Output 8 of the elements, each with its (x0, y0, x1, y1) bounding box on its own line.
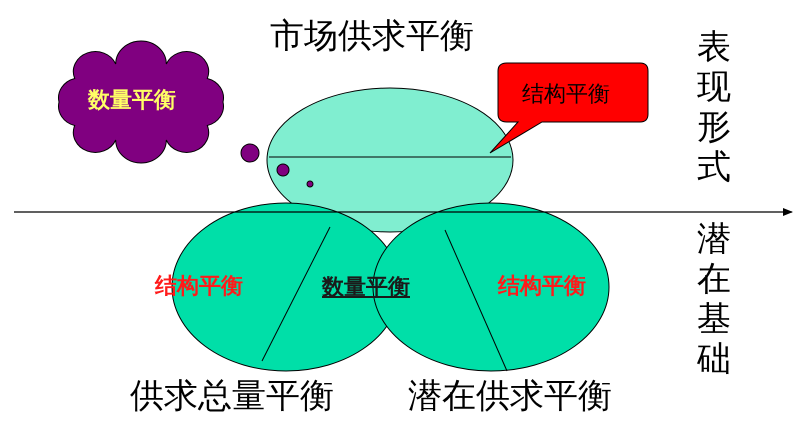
callout-text: 结构平衡 (522, 84, 610, 106)
vertical-label: 表现形式 (697, 28, 732, 188)
ellipse-caption: 潜在供求平衡 (408, 380, 612, 414)
ellipse-heading: 市场供求平衡 (270, 20, 474, 54)
vertical-label: 潜在基础 (697, 220, 732, 380)
ellipse-text: 结构平衡 (498, 276, 586, 298)
cloud-text: 数量平衡 (88, 90, 176, 112)
ellipse-caption: 供求总量平衡 (130, 380, 334, 414)
